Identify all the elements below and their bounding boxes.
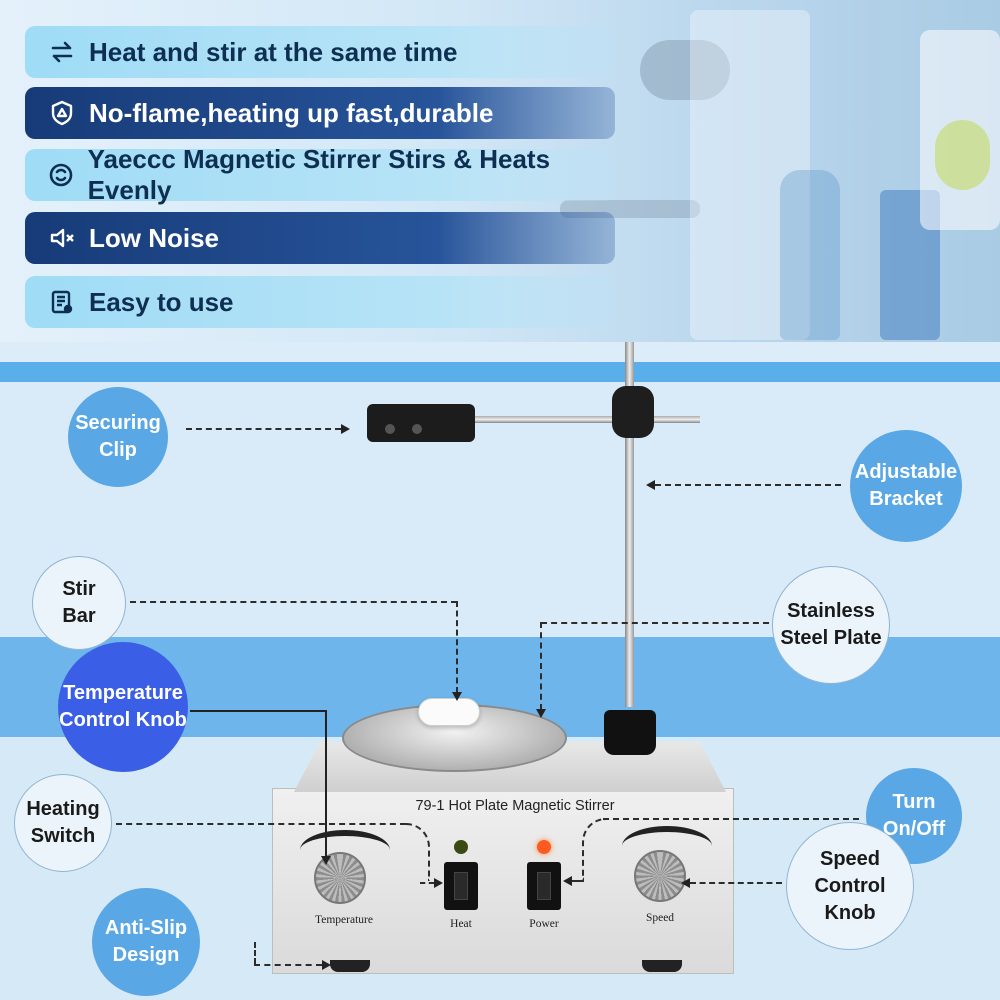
mute-speaker-icon <box>47 223 77 253</box>
shield-icon <box>47 98 77 128</box>
leader-steel-plate-v <box>540 622 542 710</box>
leader-anti-slip-v <box>254 942 256 964</box>
feature-banner: Heat and stir at the same time No-flame,… <box>0 0 1000 342</box>
background-microscope-shape <box>640 40 730 100</box>
leader-temperature-knob-h <box>190 710 327 712</box>
feature-pill-easy-to-use: Easy to use <box>25 276 615 328</box>
background-glassware-shape <box>690 10 810 340</box>
arrow-anti-slip <box>322 960 331 970</box>
speed-scale-arc <box>622 826 712 866</box>
feature-label: No-flame,heating up fast,durable <box>89 97 494 128</box>
arrow-heating-switch <box>434 878 443 888</box>
leader-speed-knob <box>690 882 782 884</box>
feature-pill-low-noise: Low Noise <box>25 212 615 264</box>
temperature-knob-label: Temperature <box>315 914 373 926</box>
arrow-steel-plate <box>536 709 546 718</box>
rod-clamp <box>612 386 654 438</box>
clip-hole <box>385 424 395 434</box>
anti-slip-foot <box>642 960 682 972</box>
power-indicator-led <box>537 840 551 854</box>
leader-heating-switch-h <box>116 823 406 825</box>
cross-rod <box>470 416 700 423</box>
leader-turn-on-off-curve <box>582 818 606 880</box>
leader-temperature-knob-v <box>325 710 327 860</box>
feature-label: Easy to use <box>89 286 234 317</box>
arrow-speed-knob <box>681 878 690 888</box>
feature-label: Yaeccc Magnetic Stirrer Stirs & Heats Ev… <box>87 144 551 205</box>
leader-turn-on-off-h <box>603 818 859 820</box>
heat-switch[interactable] <box>444 862 478 910</box>
leader-anti-slip-h <box>254 964 322 966</box>
heat-switch-label: Heat <box>450 918 472 930</box>
feature-label: Low Noise <box>89 222 220 253</box>
power-switch-label: Power <box>529 918 559 930</box>
leader-adjustable-bracket <box>655 484 841 486</box>
rod-base <box>604 710 656 755</box>
leader-stir-bar-v <box>456 601 458 693</box>
rotate-icon <box>47 160 76 190</box>
arrow-stir-bar <box>452 692 462 701</box>
arrow-adjustable-bracket <box>646 480 655 490</box>
arrow-turn-on-off <box>563 876 572 886</box>
background-flask-shape <box>780 170 840 340</box>
swap-arrows-icon <box>47 37 77 67</box>
support-rod <box>625 342 634 707</box>
product-diagram: 79-1 Hot Plate Magnetic Stirrer Temperat… <box>0 342 1000 1000</box>
temperature-scale-arc <box>300 830 390 870</box>
leader-turn-on-off-end <box>572 880 584 882</box>
anti-slip-foot <box>330 960 370 972</box>
heat-indicator-led <box>454 840 468 854</box>
arrow-securing-clip <box>341 424 350 434</box>
feature-pill-stirs-evenly: Yaeccc Magnetic Stirrer Stirs & Heats Ev… <box>25 144 615 205</box>
leader-stir-bar-h <box>130 601 457 603</box>
feature-pill-heat-stir: Heat and stir at the same time <box>25 26 615 78</box>
power-switch[interactable] <box>527 862 561 910</box>
manual-icon <box>47 287 77 317</box>
device-title: 79-1 Hot Plate Magnetic Stirrer <box>415 798 615 814</box>
speed-knob[interactable] <box>634 850 686 902</box>
stir-bar-part <box>418 698 480 726</box>
speed-knob-label: Speed <box>645 912 675 924</box>
background-liquid-shape <box>935 120 990 190</box>
clip-hole <box>412 424 422 434</box>
securing-clip-part <box>367 404 475 442</box>
leader-securing-clip <box>186 428 341 430</box>
divider-band <box>0 362 1000 382</box>
feature-pill-no-flame: No-flame,heating up fast,durable <box>25 87 615 139</box>
feature-label: Heat and stir at the same time <box>89 36 458 67</box>
leader-steel-plate-h <box>541 622 769 624</box>
leader-heating-switch-end <box>420 882 434 884</box>
arrow-temperature-knob <box>321 856 331 865</box>
